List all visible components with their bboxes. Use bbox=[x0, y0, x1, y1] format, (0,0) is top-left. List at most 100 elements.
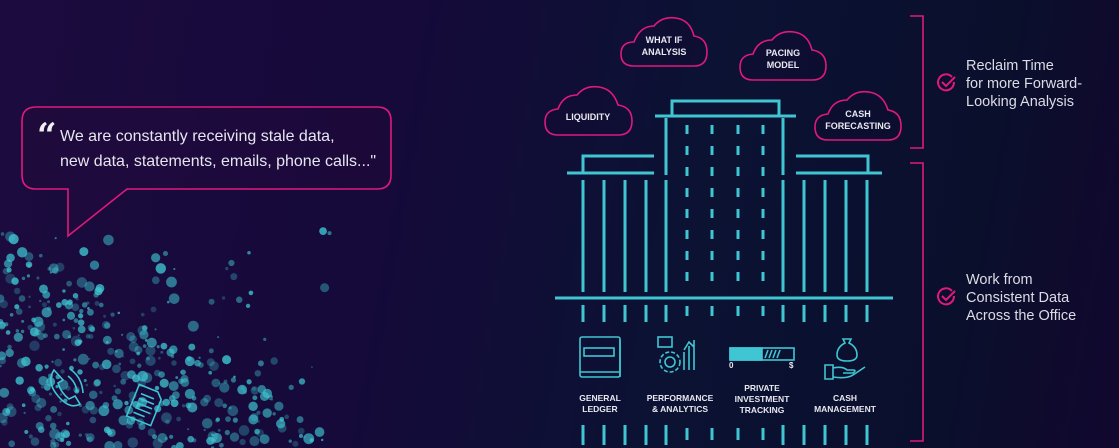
particle-dot bbox=[319, 227, 327, 235]
particle-dot bbox=[117, 311, 121, 315]
particle-dot bbox=[156, 345, 160, 349]
particle-dot bbox=[218, 382, 221, 385]
particle-dot bbox=[140, 312, 145, 317]
particle-dot bbox=[288, 384, 294, 391]
particle-dot bbox=[72, 292, 79, 299]
particle-dot bbox=[184, 388, 195, 399]
particle-dot bbox=[60, 437, 65, 443]
particle-dot bbox=[284, 414, 289, 420]
particle-dot bbox=[66, 280, 72, 287]
particle-dot bbox=[170, 399, 179, 408]
particle-dot bbox=[152, 438, 163, 448]
particle-dot bbox=[55, 302, 62, 308]
particle-dot bbox=[104, 441, 115, 448]
particle-dot bbox=[21, 403, 26, 408]
particle-dot bbox=[87, 307, 90, 310]
particle-dot bbox=[164, 436, 168, 441]
particle-dot bbox=[257, 384, 267, 394]
particle-dot bbox=[23, 411, 26, 415]
particle-dot bbox=[60, 369, 65, 374]
particle-dot bbox=[15, 329, 20, 333]
particle-dot bbox=[178, 378, 184, 384]
particle-dot bbox=[128, 341, 139, 352]
particle-dot bbox=[21, 356, 31, 367]
particle-dot bbox=[230, 377, 237, 383]
particle-dot bbox=[47, 300, 51, 304]
particle-dot bbox=[72, 326, 76, 330]
particle-dot bbox=[314, 427, 325, 437]
module-performance-analytics: PERFORMANCE & ANALYTICS bbox=[646, 393, 714, 414]
particle-dot bbox=[250, 386, 259, 395]
particle-dot bbox=[59, 400, 62, 403]
particle-dot bbox=[137, 370, 149, 382]
module-private-investment-tracking: PRIVATE INVESTMENT TRACKING bbox=[734, 383, 790, 415]
particle-dot bbox=[101, 359, 112, 370]
particle-dot bbox=[211, 432, 222, 443]
particle-dot bbox=[259, 434, 270, 445]
particle-dot bbox=[49, 422, 57, 430]
particle-dot bbox=[38, 253, 43, 258]
particle-dot bbox=[39, 299, 42, 303]
particle-dot bbox=[18, 295, 26, 302]
particle-dot bbox=[77, 325, 86, 334]
particle-dot bbox=[74, 339, 82, 347]
particle-dot bbox=[89, 390, 98, 400]
particle-dot bbox=[127, 370, 136, 379]
particle-dot bbox=[28, 434, 33, 439]
particle-dot bbox=[187, 320, 199, 332]
particle-dot bbox=[89, 326, 96, 333]
particle-dot bbox=[51, 360, 54, 363]
particle-dot bbox=[259, 391, 270, 402]
particle-dot bbox=[263, 337, 267, 341]
particle-dot bbox=[5, 330, 11, 335]
particle-dot bbox=[8, 234, 19, 245]
particle-dot bbox=[167, 300, 170, 304]
particle-dot bbox=[154, 385, 160, 391]
particle-dot bbox=[73, 358, 77, 362]
particle-dot bbox=[217, 428, 221, 432]
particle-dot bbox=[127, 437, 139, 448]
particle-dot bbox=[38, 376, 49, 386]
particle-dot bbox=[77, 334, 80, 337]
particle-dot bbox=[239, 438, 246, 446]
particle-dot bbox=[65, 440, 72, 447]
particle-dot bbox=[320, 283, 330, 293]
particle-dot bbox=[81, 302, 88, 308]
particle-dot bbox=[5, 348, 14, 358]
particle-dot bbox=[29, 327, 39, 337]
particle-dot bbox=[66, 421, 70, 426]
particle-dot bbox=[83, 379, 87, 383]
particle-dot bbox=[228, 406, 232, 410]
particle-dot bbox=[30, 437, 40, 446]
particle-dot bbox=[45, 415, 52, 422]
particle-dot bbox=[222, 403, 228, 409]
particle-dot bbox=[309, 438, 314, 443]
particle-dot bbox=[71, 303, 80, 312]
particle-dot bbox=[43, 383, 51, 391]
particle-dot bbox=[161, 412, 172, 424]
module-general-ledger: GENERAL LEDGER bbox=[579, 393, 621, 414]
particle-dot bbox=[270, 398, 273, 401]
particle-dot bbox=[53, 441, 60, 448]
particle-dot bbox=[15, 308, 23, 315]
quote-mark: “ bbox=[37, 116, 57, 156]
particle-dot bbox=[55, 385, 59, 389]
particle-dot bbox=[88, 357, 91, 360]
particle-dot bbox=[211, 378, 221, 388]
particle-dot bbox=[160, 350, 164, 354]
particle-dot bbox=[37, 332, 45, 340]
particle-dot bbox=[141, 325, 148, 331]
particle-dot bbox=[99, 390, 103, 395]
particle-dot bbox=[0, 364, 2, 368]
data-particles bbox=[0, 227, 332, 448]
particle-dot bbox=[168, 381, 179, 391]
particle-dot bbox=[201, 418, 213, 429]
particle-dot bbox=[107, 347, 115, 355]
particle-dot bbox=[86, 301, 90, 305]
check-circle-icon bbox=[937, 287, 956, 306]
particle-dot bbox=[50, 438, 56, 445]
particle-dot bbox=[162, 398, 171, 407]
particle-dot bbox=[67, 335, 72, 339]
particle-dot bbox=[246, 379, 252, 385]
particle-dot bbox=[37, 426, 45, 433]
